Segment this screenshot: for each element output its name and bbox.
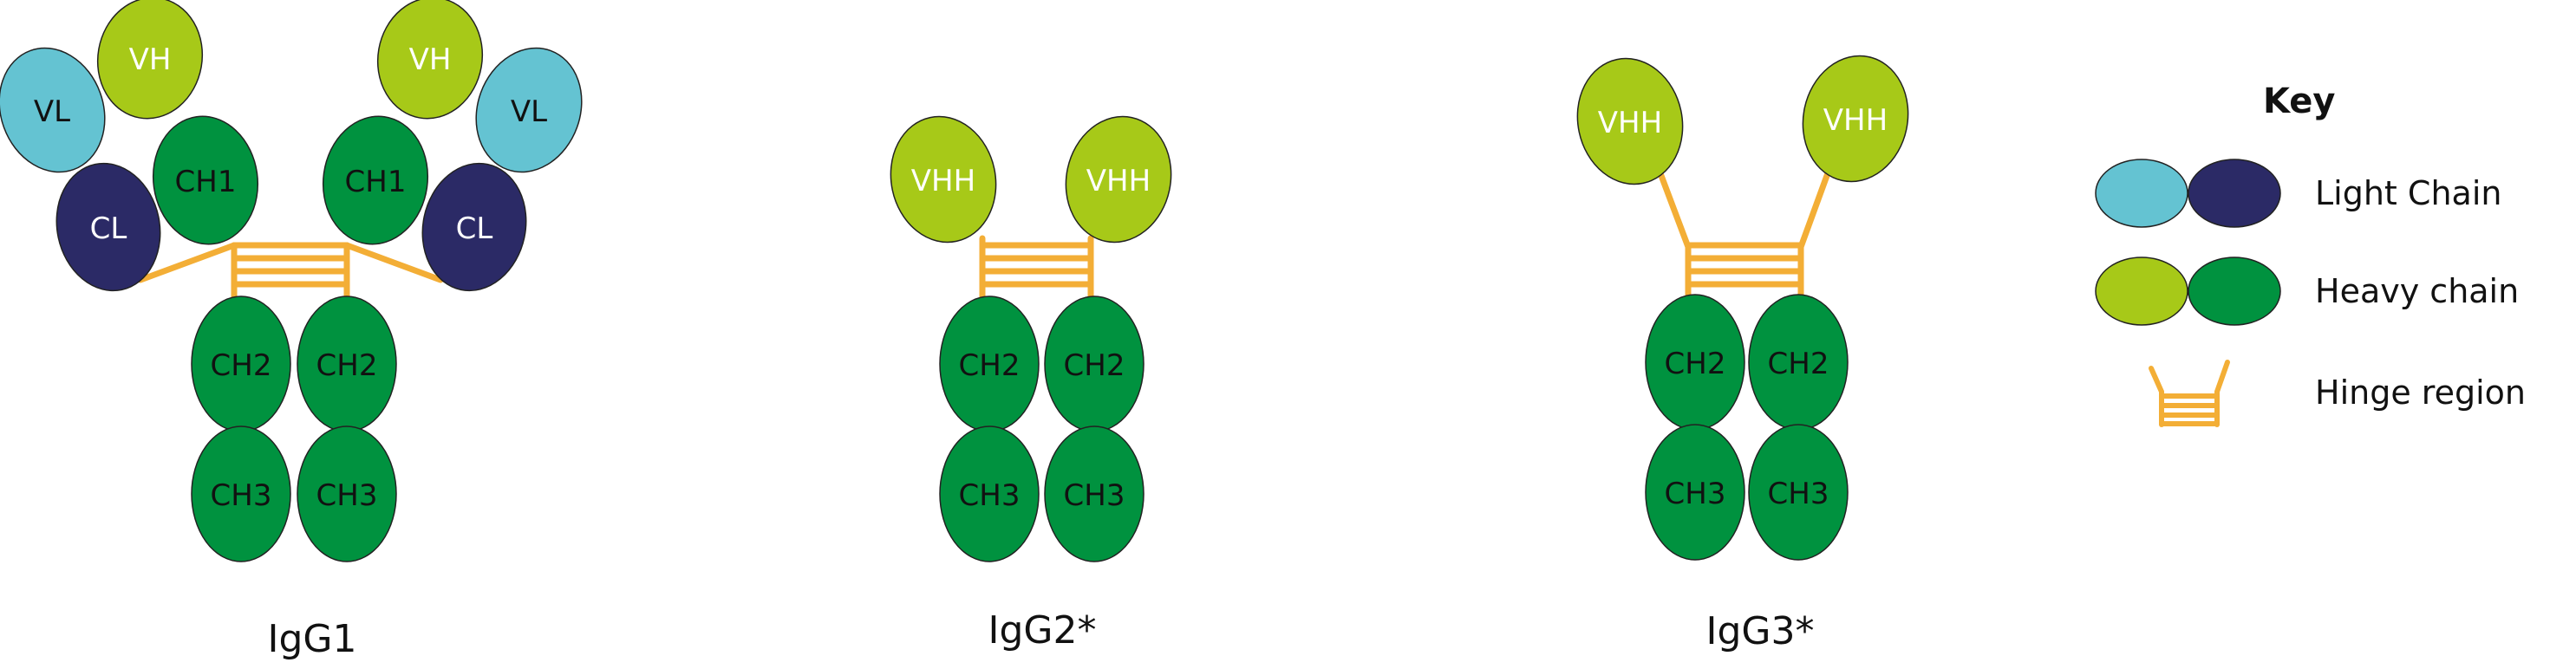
- igg2-hinge: [979, 235, 1094, 301]
- igg1-left-cl-domain: [55, 162, 161, 292]
- igg1-left-vh-label: VH: [129, 42, 172, 77]
- igg2-left-ch3-label: CH3: [959, 478, 1021, 513]
- igg1-right-cl-label: CL: [456, 211, 493, 246]
- igg1-right-ch3-label: CH3: [316, 478, 378, 513]
- igg3-right-vhh-domain: [1802, 55, 1909, 183]
- igg2-left-ch2-label: CH2: [959, 348, 1021, 383]
- igg1-structure: VL VH CL CH1 VH VL CH1 CL CH2 CH2 CH3 CH…: [0, 0, 583, 661]
- igg3-left-vhh-domain: [1576, 57, 1684, 185]
- igg1-right-ch1-label: CH1: [345, 165, 407, 199]
- igg2-left-ch3-domain: [939, 425, 1040, 562]
- key-heavy-chain-variable-swatch: [2095, 257, 2188, 326]
- igg1-right-ch3-domain: [297, 425, 397, 562]
- igg2-left-vhh-label: VHH: [911, 164, 975, 198]
- key-light-chain-constant-swatch: [2188, 159, 2281, 228]
- igg2-structure: VHH VHH CH2 CH2 CH3 CH3 IgG2*: [890, 115, 1172, 653]
- key-title: Key: [2263, 81, 2336, 121]
- igg2-right-vhh-label: VHH: [1086, 164, 1151, 198]
- igg1-left-ch1-domain: [152, 115, 259, 245]
- igg2-right-ch3-label: CH3: [1064, 478, 1125, 513]
- igg3-right-ch3-domain: [1748, 424, 1849, 561]
- igg1-right-ch2-label: CH2: [316, 348, 378, 383]
- igg1-left-ch3-label: CH3: [211, 478, 272, 513]
- igg3-right-ch2-label: CH2: [1768, 347, 1829, 381]
- igg3-right-vhh-label: VHH: [1823, 103, 1888, 138]
- igg2-caption: IgG2*: [988, 608, 1097, 653]
- igg1-left-vl-domain: [0, 47, 106, 173]
- igg3-right-ch3-label: CH3: [1768, 477, 1829, 511]
- key-heavy-chain-label: Heavy chain: [2315, 272, 2519, 310]
- igg1-hinge: [137, 242, 444, 301]
- igg1-left-ch1-label: CH1: [175, 165, 237, 199]
- igg1-left-cl-label: CL: [90, 211, 127, 246]
- igg1-right-vl-domain: [475, 47, 583, 173]
- igg2-left-vhh-domain: [890, 115, 997, 244]
- igg3-left-ch3-domain: [1645, 424, 1745, 561]
- igg3-left-ch2-label: CH2: [1665, 347, 1726, 381]
- key-light-chain-variable-swatch: [2095, 159, 2188, 228]
- igg1-right-ch1-domain: [322, 115, 429, 245]
- igg1-caption: IgG1: [268, 617, 357, 661]
- igg1-left-vl-label: VL: [34, 94, 70, 129]
- igg3-left-vhh-label: VHH: [1598, 106, 1662, 140]
- igg1-right-vh-label: VH: [409, 42, 452, 77]
- igg1-left-ch2-label: CH2: [211, 348, 272, 383]
- igg2-right-ch2-label: CH2: [1064, 348, 1125, 383]
- igg1-right-vl-label: VL: [511, 94, 547, 129]
- key-heavy-chain-constant-swatch: [2188, 257, 2281, 326]
- igg3-hinge: [1657, 170, 1831, 301]
- igg2-right-vhh-domain: [1065, 115, 1172, 244]
- igg1-left-vh-domain: [96, 0, 204, 120]
- igg2-right-ch3-domain: [1044, 425, 1145, 562]
- igg1-right-vh-domain: [376, 0, 484, 120]
- igg3-structure: VHH VHH CH2 CH2 CH3 CH3 IgG3*: [1576, 55, 1909, 653]
- key-legend: Key Light Chain Heavy chain Hinge region: [2095, 81, 2526, 427]
- key-light-chain-label: Light Chain: [2315, 174, 2501, 212]
- igg3-caption: IgG3*: [1706, 609, 1815, 653]
- key-hinge-swatch: [2149, 360, 2230, 427]
- key-hinge-region-label: Hinge region: [2315, 373, 2526, 412]
- igg1-right-cl-domain: [421, 162, 527, 292]
- igg1-left-ch3-domain: [191, 425, 291, 562]
- igg3-left-ch3-label: CH3: [1665, 477, 1726, 511]
